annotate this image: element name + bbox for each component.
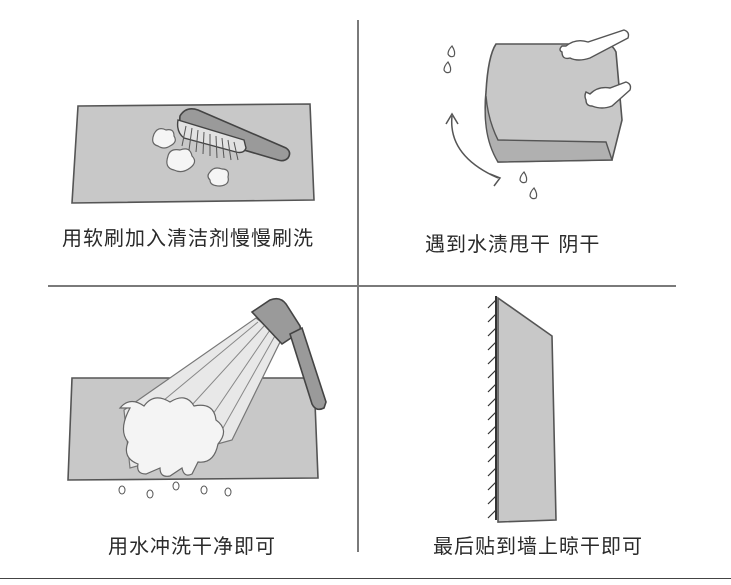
mat-shape bbox=[71, 103, 315, 204]
caption-rinse: 用水冲洗干净即可 bbox=[108, 534, 276, 558]
foam-bubbles bbox=[152, 128, 229, 187]
wall-hatch bbox=[487, 299, 497, 519]
bottom-rule bbox=[0, 578, 731, 579]
caption-wash: 用软刷加入清洁剂慢慢刷洗 bbox=[62, 226, 314, 250]
panel-wash-illustration bbox=[71, 103, 315, 204]
motion-arrow-icon bbox=[445, 112, 502, 187]
caption-dry: 最后贴到墙上晾干即可 bbox=[433, 534, 643, 558]
hands-icon bbox=[559, 29, 632, 109]
panel-shake-illustration bbox=[443, 29, 632, 200]
caption-shake: 遇到水渍甩干 阴干 bbox=[425, 232, 601, 256]
water-drops-icon bbox=[443, 45, 538, 200]
panel-dry-illustration bbox=[487, 296, 557, 523]
water-drops-icon bbox=[118, 481, 232, 499]
mat-on-wall-shape bbox=[497, 296, 557, 523]
splash-shape bbox=[118, 397, 225, 477]
shower-head-icon bbox=[250, 297, 327, 411]
horizontal-divider bbox=[48, 285, 676, 287]
panel-rinse-illustration bbox=[67, 297, 327, 499]
brush-icon bbox=[176, 108, 291, 162]
